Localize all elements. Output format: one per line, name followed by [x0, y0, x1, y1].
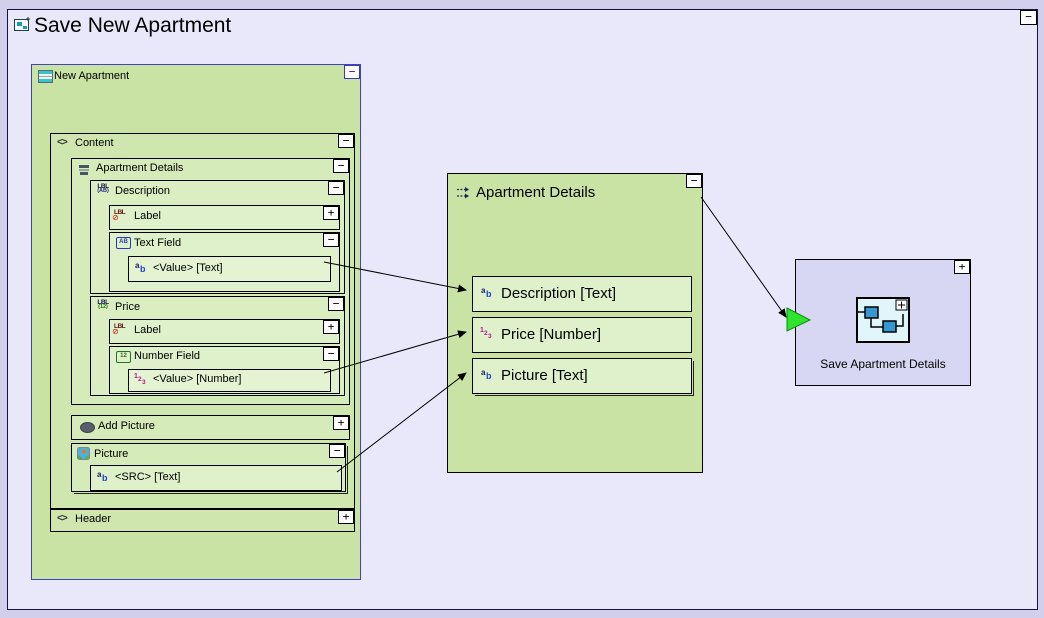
text-field-node[interactable]: AB Text Field − a b <Value> [Text]	[109, 232, 340, 292]
field-group-price[interactable]: LBL (12) Price − LBL ⊘ Label + 1	[90, 296, 345, 396]
collapse-button-price[interactable]: −	[328, 297, 344, 311]
collapse-button-description[interactable]: −	[328, 181, 344, 195]
number-field-label: Number Field	[134, 350, 201, 362]
text-value-icon: a b	[97, 470, 108, 483]
image-node-picture[interactable]: Picture − a b <SRC> [Text]	[71, 443, 348, 494]
parameters-node-apartment-details[interactable]: Apartment Details − a b Description [Tex…	[447, 173, 703, 473]
form-icon	[78, 163, 90, 181]
text-value-icon: a b	[481, 286, 492, 299]
collapse-button-number-field[interactable]: −	[323, 347, 339, 361]
collapse-button-text-field[interactable]: −	[323, 233, 339, 247]
label-node-text: Label	[134, 210, 161, 222]
number-field-node[interactable]: 12 Number Field − 1 2 3 <Value> [Number]	[109, 346, 340, 394]
number-value-icon: 1 2 3	[134, 373, 146, 386]
number-value-label: <Value> [Number]	[153, 373, 242, 385]
expand-button-add-picture[interactable]: +	[333, 416, 349, 430]
label-node-text: Label	[134, 324, 161, 336]
parameter-row-picture[interactable]: a b Picture [Text]	[472, 358, 694, 396]
form-node-apartment-details[interactable]: Apartment Details − LBL (AB) Description…	[71, 158, 350, 405]
number-value-icon: 1 2 3	[480, 327, 492, 340]
collapse-button-form[interactable]: −	[333, 159, 349, 173]
picture-label: Picture	[94, 448, 129, 460]
form-label: Apartment Details	[96, 162, 184, 174]
text-value-label: <Value> [Text]	[153, 262, 223, 274]
collapse-button-content[interactable]: −	[338, 134, 354, 148]
button-node-add-picture[interactable]: Add Picture +	[71, 415, 350, 440]
parameter-label: Price [Number]	[501, 326, 602, 343]
collapse-button-picture[interactable]: −	[329, 444, 345, 458]
expand-button-header[interactable]: +	[338, 510, 354, 524]
tag-icon: <>	[57, 137, 68, 148]
content-label: Content	[75, 137, 114, 149]
page-node-label: New Apartment	[54, 70, 130, 82]
content-node[interactable]: <> Content − Apartment Details − LBL	[50, 133, 355, 509]
add-picture-label: Add Picture	[98, 420, 155, 432]
parameter-row-description[interactable]: a b Description [Text]	[472, 276, 692, 312]
label-node-price[interactable]: LBL ⊘ Label +	[109, 319, 340, 344]
parameter-label: Picture [Text]	[501, 367, 588, 384]
label-numberfield-group-icon: LBL (12)	[97, 299, 109, 310]
value-node-text[interactable]: a b <Value> [Text]	[128, 256, 331, 282]
text-field-label: Text Field	[134, 237, 182, 249]
diagram-frame: − Save New Apartment New Apartment − <> …	[7, 9, 1038, 610]
collapse-button-page[interactable]: −	[344, 65, 360, 79]
text-field-icon: AB	[116, 237, 131, 249]
header-label: Header	[75, 513, 112, 525]
unit-label: Save Apartment Details	[820, 357, 946, 371]
src-value-label: <SRC> [Text]	[115, 471, 181, 483]
tag-icon: <>	[57, 513, 68, 524]
value-node-src[interactable]: a b <SRC> [Text]	[90, 465, 342, 491]
label-icon: LBL ⊘	[112, 209, 126, 222]
page-node-new-apartment[interactable]: New Apartment − <> Content − Apartment D…	[31, 64, 361, 580]
text-value-icon: a b	[135, 261, 146, 274]
parameters-title: Apartment Details	[476, 184, 596, 201]
collapse-button-parameters[interactable]: −	[686, 174, 702, 188]
operation-unit-icon	[856, 297, 910, 348]
image-icon	[77, 447, 90, 465]
header-node[interactable]: <> Header +	[50, 509, 355, 532]
label-icon: LBL ⊘	[112, 323, 126, 336]
expand-button-unit[interactable]: +	[954, 260, 970, 274]
page-view-icon	[13, 16, 32, 39]
text-value-icon: a b	[481, 368, 492, 381]
unit-node-save-apartment-details[interactable]: + Save Apartment Details	[795, 259, 971, 386]
label-textfield-group-icon: LBL (AB)	[97, 183, 109, 194]
parameter-label: Description [Text]	[501, 285, 617, 302]
button-icon	[80, 422, 95, 433]
page-title: Save New Apartment	[34, 14, 232, 37]
expand-button-description-label[interactable]: +	[323, 206, 339, 220]
label-node-description[interactable]: LBL ⊘ Label +	[109, 205, 340, 230]
collapse-button-diagram[interactable]: −	[1020, 10, 1037, 25]
description-group-label: Description	[115, 185, 171, 197]
field-group-description[interactable]: LBL (AB) Description − LBL ⊘ Label +	[90, 180, 345, 294]
expand-button-price-label[interactable]: +	[323, 320, 339, 334]
price-group-label: Price	[115, 301, 141, 313]
parameter-row-price[interactable]: 1 2 3 Price [Number]	[472, 317, 692, 353]
value-node-number[interactable]: 1 2 3 <Value> [Number]	[128, 369, 331, 392]
number-field-icon: 12	[116, 351, 131, 363]
parameters-icon	[456, 186, 472, 205]
page-window-icon	[38, 70, 53, 88]
